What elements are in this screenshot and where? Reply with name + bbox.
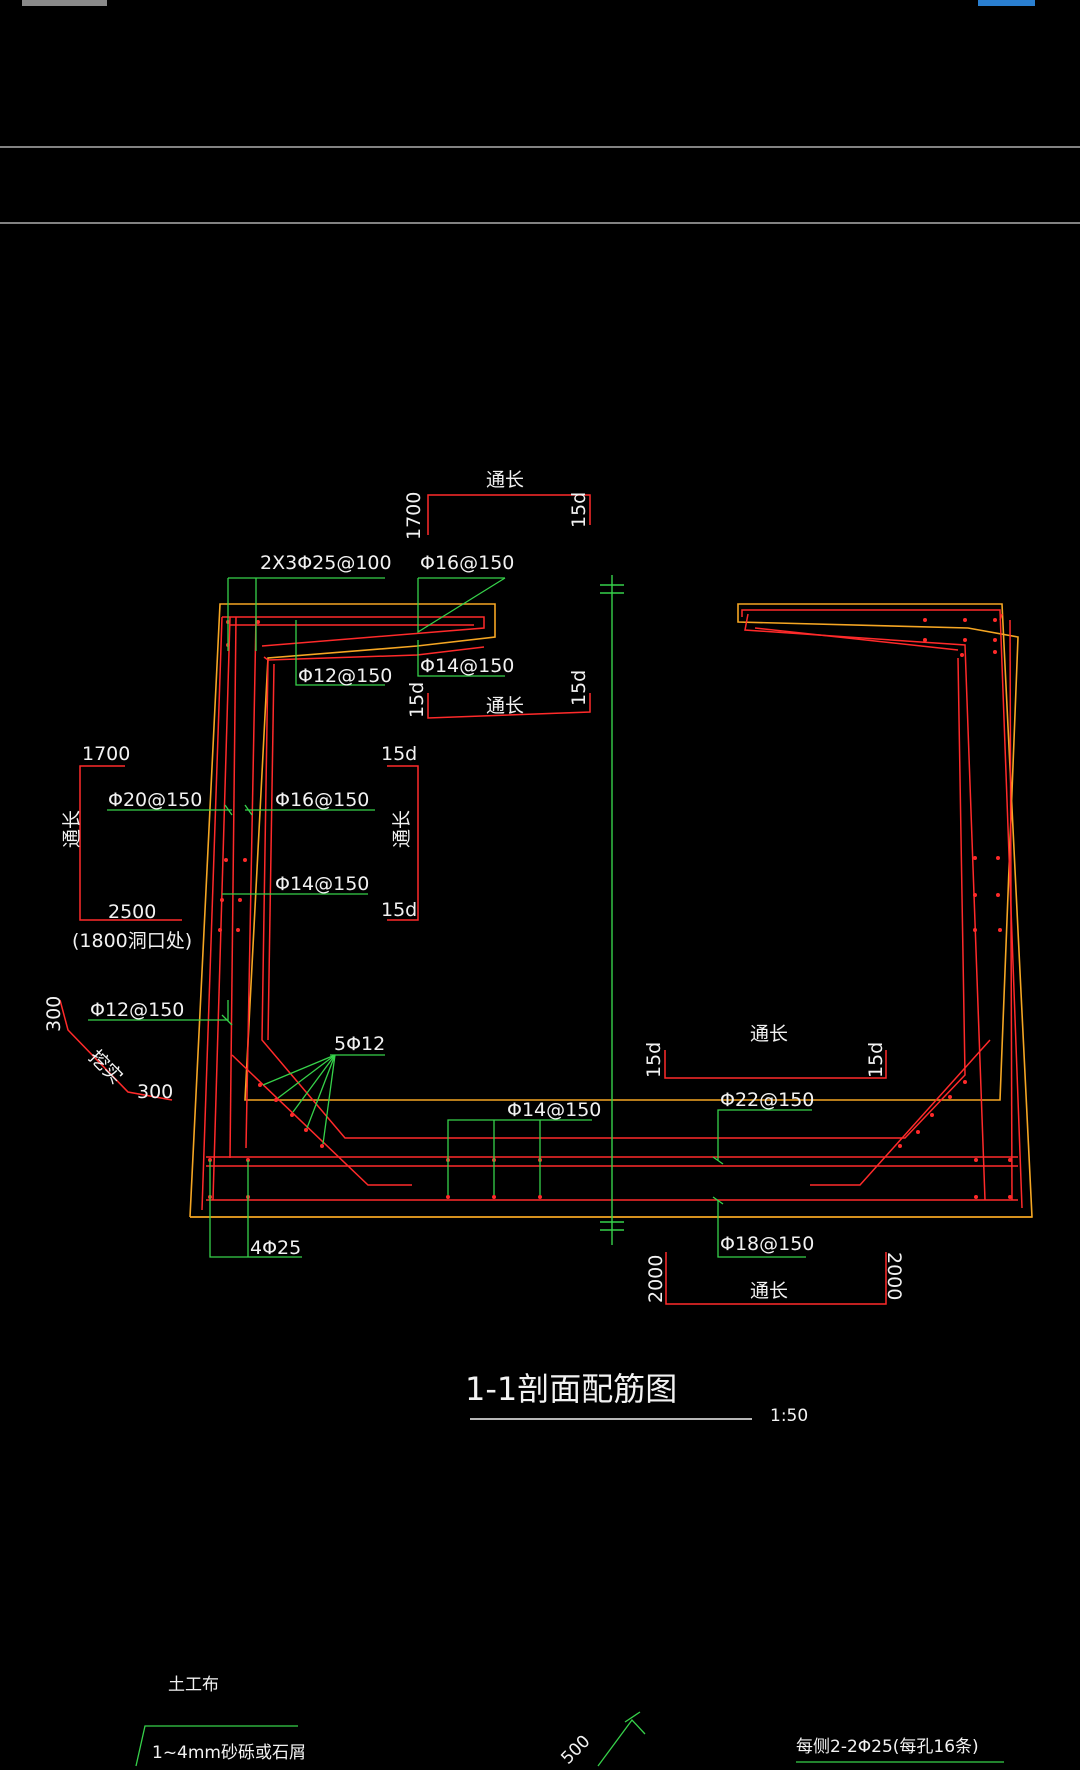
label-rebar-2x3: 2X3Φ25@100 [260,552,392,574]
label-bot-2000-left: 2000 [645,1255,667,1303]
label-haunch-tag: 挖实 [84,1046,126,1088]
label-rebar-14-150-bot: Φ14@150 [507,1099,601,1121]
label-haunch-300b: 300 [137,1081,173,1103]
label-gravel: 1~4mm砂砾或石屑 [152,1743,306,1763]
bottom-edge [0,1770,1080,1781]
bar-detail-shapes [59,494,887,1305]
label-right-15d-left: 15d [643,1042,665,1078]
label-mid-15d-right: 15d [568,670,590,706]
label-mid-15d-left: 15d [406,682,428,718]
rebar-dots [208,618,1012,1199]
drawing-title: 1-1剖面配筋图 [465,1370,677,1408]
label-left-2500: 2500 [108,901,156,923]
label-inner-15d-bot: 15d [381,899,417,921]
label-dim-500: 500 [557,1731,594,1768]
label-rebar-18-150: Φ18@150 [720,1233,814,1255]
label-right-through: 通长 [750,1023,788,1045]
label-rebar-4phi25: 4Φ25 [250,1237,301,1259]
label-top-15d: 15d [568,492,590,528]
label-rebar-16-150-wall: Φ16@150 [275,789,369,811]
label-rebar-16-150-top: Φ16@150 [420,552,514,574]
toolbar-edge-left [22,0,107,6]
concrete-outline [189,603,1033,1218]
drawing-title-block: 1-1剖面配筋图 1:50 [465,1370,808,1426]
leader-lines [88,577,812,1258]
toolbar-edge-right [978,0,1035,6]
label-bot-2000-right: 2000 [883,1252,905,1300]
label-haunch-300a: 300 [43,996,65,1032]
footer-detail: 土工布 1~4mm砂砾或石屑 500 每侧2-2Φ25(每孔16条) [135,1675,1004,1769]
label-rebar-12-150-top: Φ12@150 [298,665,392,687]
label-left-through: 通长 [61,810,83,848]
rebar-cage [201,609,1023,1211]
label-inner-15d-top: 15d [381,743,417,765]
label-mid-through: 通长 [486,695,524,717]
label-top-through: 通长 [486,469,524,491]
label-rebar-5phi12: 5Φ12 [334,1033,385,1055]
label-rebar-12-150-haunch: Φ12@150 [90,999,184,1021]
label-bot-through: 通长 [750,1280,788,1302]
label-rebar-22-150: Φ22@150 [720,1089,814,1111]
drawing-scale: 1:50 [770,1406,808,1426]
label-each-side: 每侧2-2Φ25(每孔16条) [796,1737,979,1757]
label-left-1800: (1800洞口处) [72,930,192,952]
label-geotextile: 土工布 [168,1675,219,1695]
labels: 通长 1700 15d 2X3Φ25@100 Φ16@150 Φ14@150 Φ… [43,469,905,1303]
label-inner-through: 通长 [391,810,413,848]
label-left-1700: 1700 [82,743,130,765]
label-rebar-14-150-wall: Φ14@150 [275,873,369,895]
label-right-15d-right: 15d [865,1042,887,1078]
label-top-1700: 1700 [403,492,425,540]
label-rebar-20-150: Φ20@150 [108,789,202,811]
centerline [600,575,624,1245]
label-rebar-14-150-top: Φ14@150 [420,655,514,677]
